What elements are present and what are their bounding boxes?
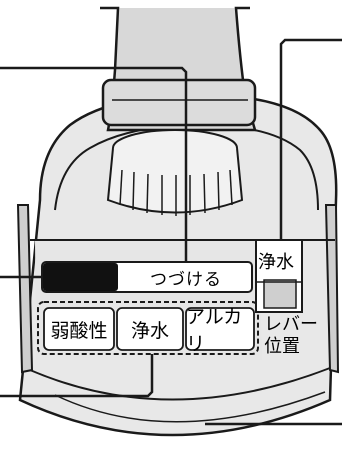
mode-box-weak-acid (43, 307, 115, 351)
lever-slot (263, 279, 297, 309)
leader-right (279, 38, 342, 240)
mode-pure-water: 浄水 (130, 319, 169, 342)
right-side-panel (324, 204, 340, 374)
indicator-label: つづける (150, 270, 222, 290)
indicator-fill (43, 263, 118, 291)
ring-ridges (119, 169, 233, 216)
leader-bottom-left (0, 354, 154, 398)
leader-top-left (0, 66, 188, 262)
ring-body (106, 147, 244, 214)
lever-caption-line1: レバー (264, 314, 318, 335)
lever-position-value: 浄水 (258, 252, 294, 273)
left-side-panel (16, 204, 34, 374)
bowl-inner-curve (54, 391, 326, 423)
bowl-curve (29, 367, 331, 401)
mode-selector-outline (37, 301, 259, 355)
lever-caption-line2: 位置 (264, 336, 300, 357)
mode-box-pure-water (116, 307, 184, 351)
spout-band (101, 78, 257, 127)
mode-alkaline: アルカリ (186, 306, 243, 355)
mode-box-alkaline (185, 307, 255, 351)
mode-weak-acid: 弱酸性 (50, 319, 108, 342)
